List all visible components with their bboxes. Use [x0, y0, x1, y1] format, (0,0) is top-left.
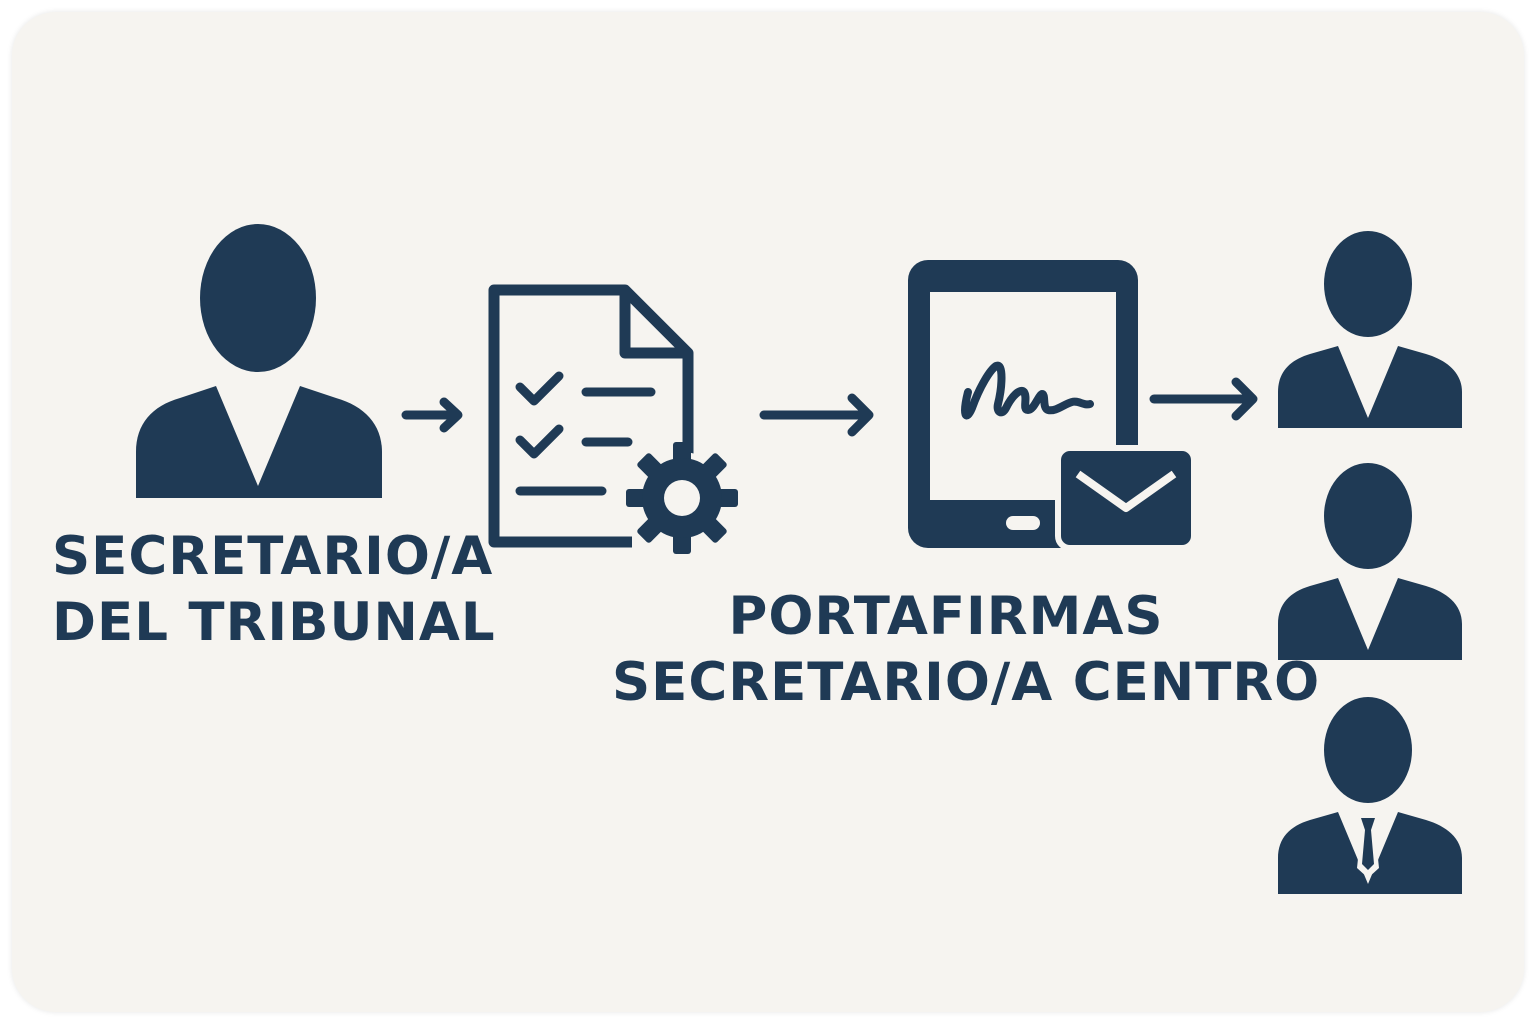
- person-icon: [136, 224, 382, 498]
- people-group-icon: [1278, 231, 1462, 894]
- arrow-3: [1149, 377, 1258, 421]
- person-icon: [1278, 231, 1462, 428]
- person-icon: [1278, 463, 1462, 660]
- node-label-portafirmas: PORTAFIRMAS SECRETARIO/A CENTRO: [612, 584, 1321, 716]
- signature-icon: [961, 361, 1094, 420]
- node-label-secretario-tribunal: SECRETARIO/A DEL TRIBUNAL: [52, 524, 496, 656]
- tablet-signature-envelope-icon: [908, 260, 1197, 551]
- envelope-icon: [1075, 470, 1177, 512]
- checklist-document-gear-icon: [488, 284, 738, 554]
- gear-icon: [626, 442, 738, 554]
- label-line: SECRETARIO/A CENTRO: [612, 652, 1321, 713]
- person-with-tie-icon: [1278, 697, 1462, 894]
- label-line: PORTAFIRMAS: [728, 586, 1164, 647]
- arrow-2: [759, 393, 874, 437]
- label-line: SECRETARIO/A: [52, 526, 494, 587]
- arrow-1: [401, 397, 463, 433]
- label-line: DEL TRIBUNAL: [52, 592, 496, 653]
- diagram-graphics: [136, 224, 1462, 894]
- diagram-canvas: SECRETARIO/A DEL TRIBUNAL PORTAFIRMAS SE…: [12, 12, 1524, 1012]
